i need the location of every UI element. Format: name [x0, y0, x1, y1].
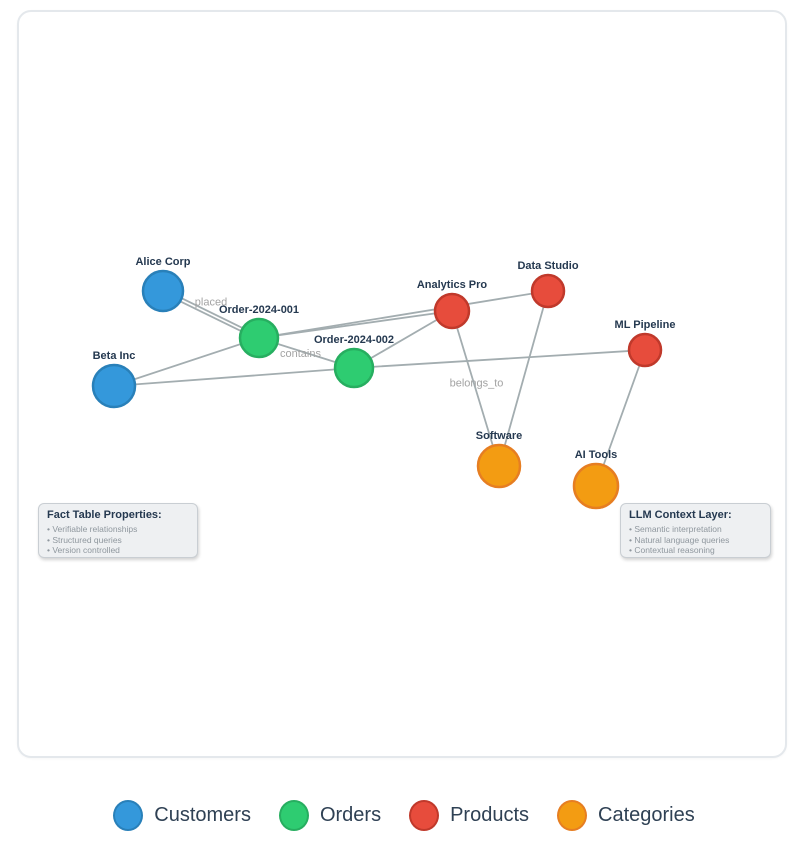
node-label-order1: Order-2024-001	[219, 304, 299, 316]
graph-node-beta[interactable]	[91, 363, 137, 409]
legend-item-orders: Orders	[278, 800, 382, 831]
categories-swatch-icon	[557, 800, 588, 831]
graph-node-software[interactable]	[476, 443, 522, 489]
graph-node-alice[interactable]	[141, 269, 185, 313]
graph-node-order1[interactable]	[238, 317, 280, 359]
llm-box-bullet: Contextual reasoning	[629, 545, 762, 556]
node-label-aitools: AI Tools	[575, 449, 618, 461]
node-label-analytics: Analytics Pro	[417, 279, 488, 291]
node-label-beta: Beta Inc	[93, 350, 136, 362]
edge-label-contains: contains	[280, 348, 321, 360]
legend-label: Customers	[154, 804, 251, 826]
llm-box-title: LLM Context Layer:	[629, 509, 732, 521]
fact-box-bullet: Version controlled	[47, 545, 189, 556]
graph-edge-analytics-software	[451, 310, 500, 467]
node-label-software: Software	[476, 430, 522, 442]
edge-label-belongs_to: belongs_to	[450, 378, 504, 390]
graph-node-mlpipeline[interactable]	[627, 332, 663, 368]
fact-table-properties-box: Fact Table Properties: Verifiable relati…	[38, 503, 198, 558]
fact-box-bullet: Structured queries	[47, 535, 189, 546]
llm-box-bullet: Natural language queries	[629, 535, 762, 546]
edge-label-placed: placed	[195, 297, 227, 309]
node-label-datastudio: Data Studio	[517, 260, 578, 272]
graph-node-order2[interactable]	[333, 347, 375, 389]
graph-node-datastudio[interactable]	[530, 273, 566, 309]
legend-item-customers: Customers	[113, 800, 251, 831]
legend-label: Products	[450, 804, 530, 826]
graph-edge-beta-order1	[113, 337, 260, 387]
fact-box-title: Fact Table Properties:	[47, 509, 162, 521]
legend-label: Orders	[319, 804, 382, 826]
orders-swatch-icon	[278, 800, 309, 831]
legend-item-categories: Categories	[557, 800, 695, 831]
products-swatch-icon	[409, 800, 440, 831]
graph-node-analytics[interactable]	[433, 292, 471, 330]
customers-swatch-icon	[113, 800, 144, 831]
graph-edge-order2-mlpipeline	[353, 349, 646, 369]
node-label-mlpipeline: ML Pipeline	[615, 319, 676, 331]
llm-box-bullet: Semantic interpretation	[629, 524, 762, 535]
graph-edge-datastudio-software	[498, 290, 549, 467]
legend-item-products: Products	[409, 800, 529, 831]
graph-edge-mlpipeline-aitools	[595, 349, 646, 487]
graph-edge-order1-datastudio	[258, 290, 549, 339]
legend-label: Categories	[598, 804, 695, 826]
node-label-alice: Alice Corp	[135, 256, 190, 268]
node-label-order2: Order-2024-002	[314, 334, 394, 346]
llm-context-layer-box: LLM Context Layer: Semantic interpretati…	[620, 503, 771, 558]
graph-node-aitools[interactable]	[572, 462, 620, 510]
legend: Customers Orders Products Categories	[0, 800, 808, 831]
fact-box-bullet: Verifiable relationships	[47, 524, 189, 535]
graph-edge-beta-order2	[113, 367, 355, 387]
